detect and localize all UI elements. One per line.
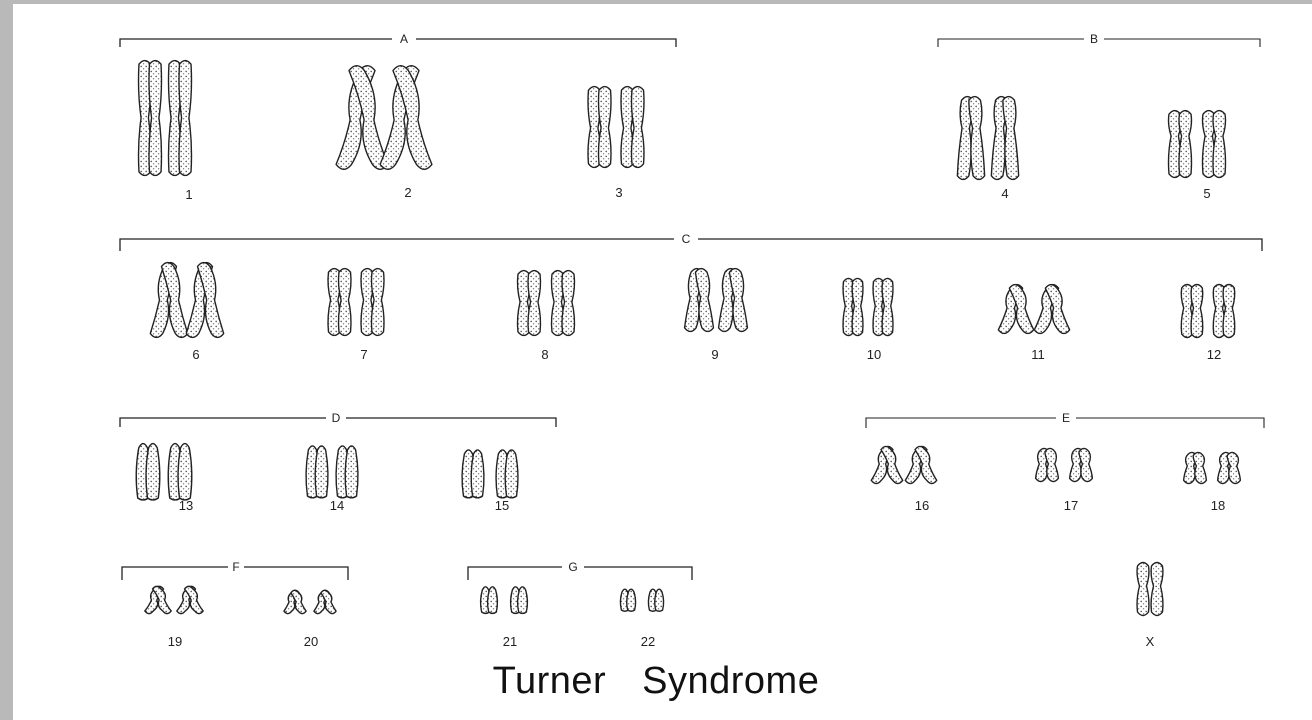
label-chromosome-8: 8 <box>541 347 548 362</box>
label-chromosome-7: 7 <box>360 347 367 362</box>
label-chromosome-19: 19 <box>168 634 182 649</box>
chromosome-14-b-sister <box>345 446 358 498</box>
chromosome-21-b-sister <box>518 587 528 614</box>
group-label-e: E <box>1062 411 1070 425</box>
label-chromosome-4: 4 <box>1001 186 1008 201</box>
caption-word-syndrome: Syndrome <box>642 660 819 703</box>
chromosome-17-b-sister <box>1079 448 1092 481</box>
chromosome-10-a-sister <box>852 278 863 335</box>
chromosome-13-b-sister <box>178 444 192 500</box>
caption-word-turner: Turner <box>493 660 607 703</box>
group-label-b: B <box>1090 32 1098 46</box>
label-chromosome-22: 22 <box>641 634 655 649</box>
group-label-g: G <box>568 560 577 574</box>
chromosome-5-b-sister <box>1213 111 1225 178</box>
label-chromosome-9: 9 <box>711 347 718 362</box>
chromosome-8-b-sister <box>562 271 574 336</box>
label-chromosome-5: 5 <box>1203 186 1210 201</box>
label-chromosome-10: 10 <box>867 347 881 362</box>
chromosome-5-a-sister <box>1179 111 1191 178</box>
chromosome-1-a-sister <box>149 61 161 176</box>
label-chromosome-6: 6 <box>192 347 199 362</box>
group-bracket-c <box>120 239 1262 251</box>
label-chromosome-1: 1 <box>185 187 192 202</box>
chromosome-21-a-sister <box>488 587 498 614</box>
chromosome-3-a-sister <box>599 87 611 168</box>
label-chromosome-13: 13 <box>179 498 193 513</box>
label-chromosome-21: 21 <box>503 634 517 649</box>
label-chromosome-20: 20 <box>304 634 318 649</box>
chromosome-18-a-sister <box>1193 452 1206 483</box>
chromosome-7-a-sister <box>339 269 351 336</box>
label-chromosome-18: 18 <box>1211 498 1225 513</box>
group-label-c: C <box>682 232 691 246</box>
label-chromosome-17: 17 <box>1064 498 1078 513</box>
chromosome-x <box>1137 563 1149 616</box>
chromosome-18-b-sister <box>1227 452 1240 483</box>
chromosome-8-a-sister <box>528 271 540 336</box>
label-chromosome-14: 14 <box>330 498 344 513</box>
chromosome-14-a-sister <box>315 446 328 498</box>
chromosome-1-b-sister <box>179 61 191 176</box>
chromosome-22-b-sister <box>655 589 664 611</box>
chromosome-15-b-sister <box>505 450 518 498</box>
group-bracket-a <box>120 39 676 47</box>
group-label-f: F <box>232 560 239 574</box>
label-chromosome-15: 15 <box>495 498 509 513</box>
label-chromosome-x: X <box>1146 634 1155 649</box>
group-bracket-b <box>938 39 1260 47</box>
label-chromosome-11: 11 <box>1031 347 1045 362</box>
label-chromosome-3: 3 <box>615 185 622 200</box>
label-chromosome-2: 2 <box>404 185 411 200</box>
label-chromosome-12: 12 <box>1207 347 1221 362</box>
chromosome-3-b-sister <box>632 87 644 168</box>
chromosome-7-b-sister <box>372 269 384 336</box>
chromosome-4-b-sister <box>1003 97 1019 180</box>
chromosome-12-a-sister <box>1191 284 1203 337</box>
chromosome-13-a-sister <box>146 444 160 500</box>
group-label-a: A <box>400 32 408 46</box>
chromosome-17-a-sister <box>1045 448 1058 481</box>
label-chromosome-16: 16 <box>915 498 929 513</box>
figure-caption: Turner Syndrome <box>0 660 1312 703</box>
chromosome-10-b-sister <box>882 278 893 335</box>
chromosome-4-a-sister <box>969 97 985 180</box>
chromosome-22-a-sister <box>627 589 636 611</box>
group-label-d: D <box>332 411 341 425</box>
chromosome-pairs <box>136 61 1240 616</box>
chromosome-15-a-sister <box>471 450 484 498</box>
chromosome-12-b-sister <box>1223 284 1235 337</box>
chromosome-x-sister <box>1151 563 1163 616</box>
group-bracket-g <box>468 567 692 580</box>
